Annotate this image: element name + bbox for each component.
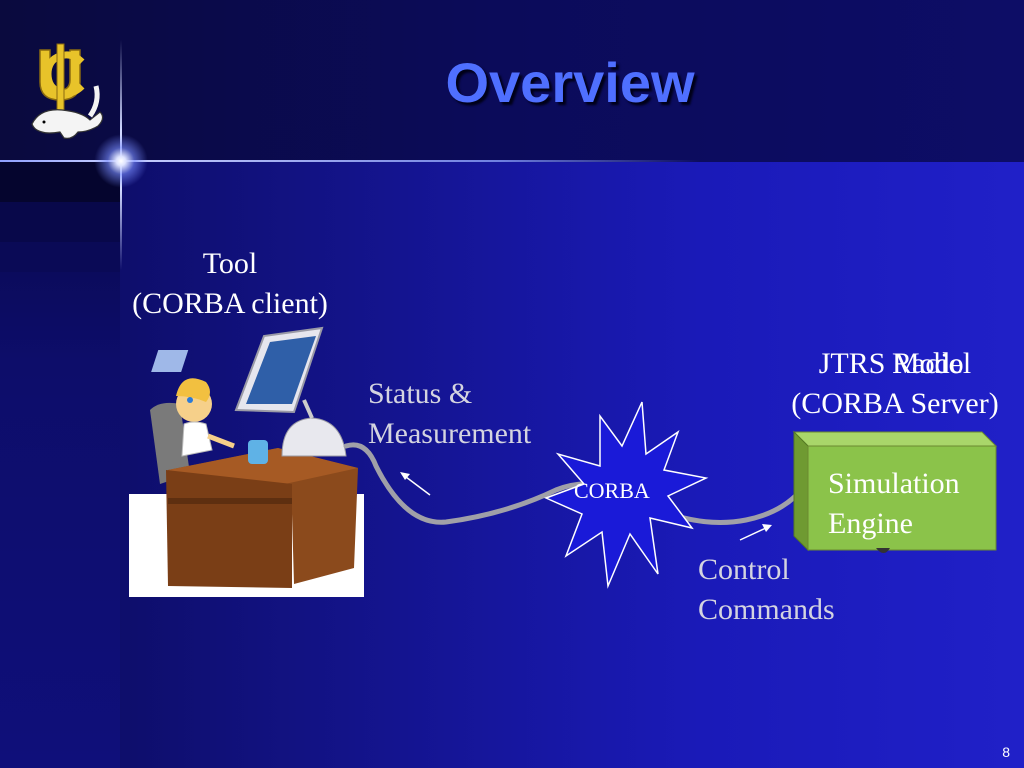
server-overlap-word: Radio	[892, 347, 964, 380]
control-arrow	[739, 526, 769, 541]
status-label-line-1: Status &	[368, 377, 473, 410]
header-divider-line	[0, 160, 700, 162]
control-label-line-1: Control	[698, 553, 790, 586]
corba-label: CORBA	[574, 478, 650, 503]
server-label-line-1: JTRS Model	[818, 347, 972, 380]
control-commands-label: Control Commands	[698, 550, 835, 630]
header-band	[0, 0, 1024, 162]
light-flare-icon	[94, 134, 148, 188]
starburst-icon	[544, 401, 709, 589]
server-label-line-2: (CORBA Server)	[791, 387, 999, 420]
simulation-engine-label: Simulation Engine	[828, 464, 960, 544]
slide-title: Overview	[445, 51, 695, 114]
tool-label-line-2: (CORBA client)	[132, 287, 328, 320]
tool-label-line-1: Tool	[202, 247, 258, 280]
page-number: 8	[1002, 744, 1010, 760]
status-label-line-2: Measurement	[368, 417, 532, 450]
jtrs-server-label: JTRS Model Radio (CORBA Server)	[770, 344, 1020, 424]
engine-label-line-2: Engine	[828, 507, 913, 540]
green-box-icon	[792, 430, 998, 553]
tool-label: Tool (CORBA client)	[100, 244, 360, 324]
status-measurement-label: Status & Measurement	[368, 374, 531, 454]
control-label-line-2: Commands	[698, 593, 835, 626]
engine-label-line-1: Simulation	[828, 467, 960, 500]
